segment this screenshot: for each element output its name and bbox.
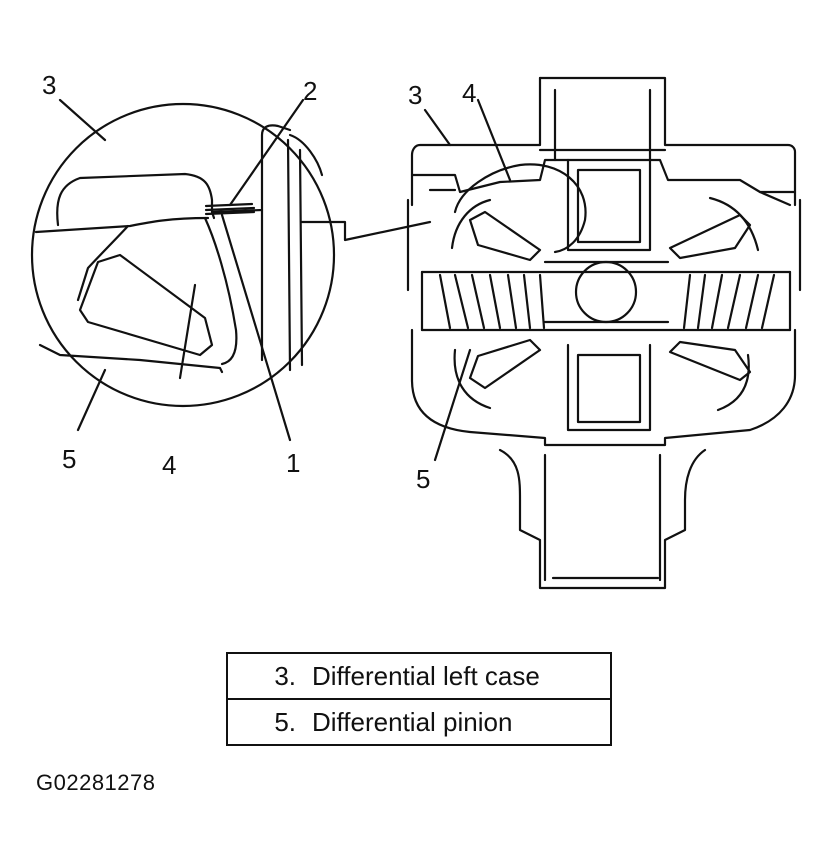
legend-row: 5. Differential pinion [228,698,610,744]
callout-4-detail: 4 [162,450,177,480]
parts-legend: 3. Differential left case 5. Differentia… [226,652,612,746]
callout-3-main: 3 [408,80,423,110]
callout-5-detail: 5 [62,444,77,474]
callout-2-detail: 2 [303,76,318,106]
callout-3-detail: 3 [42,70,57,100]
legend-number: 3. [274,660,296,691]
main-cross-section [406,76,802,590]
figure-code: G02281278 [36,770,156,795]
legend-number: 5. [274,706,296,737]
detail-connector-line [300,220,432,242]
detail-magnified-view [30,102,336,408]
callout-5-main: 5 [416,464,431,494]
leader-lines [58,98,512,462]
detail-circle-outline [30,102,336,408]
legend-row: 3. Differential left case [228,654,610,698]
callout-4-main: 4 [462,78,477,108]
callout-1-detail: 1 [286,448,301,478]
legend-text: Differential left case [312,660,540,691]
legend-text: Differential pinion [312,706,513,737]
